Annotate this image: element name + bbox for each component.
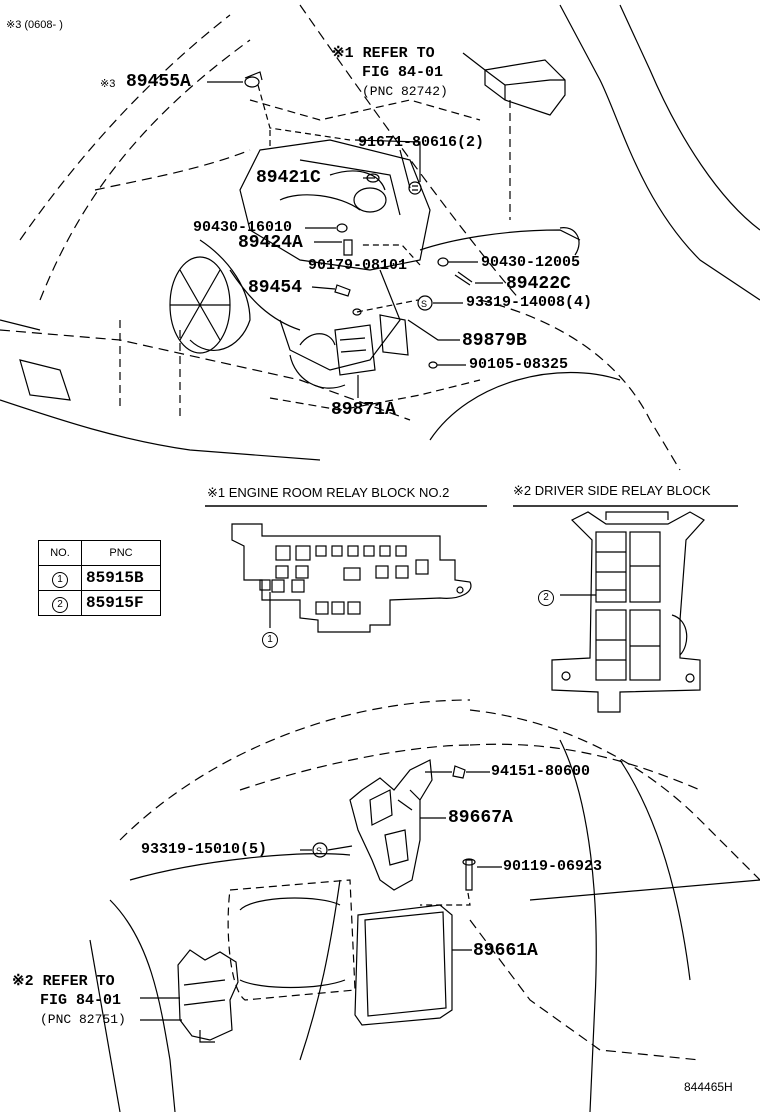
svg-text:S: S <box>421 299 427 309</box>
pnc-table-row: 1 85915B <box>38 565 161 591</box>
part-93319-15010[interactable]: 93319-15010(5) <box>141 841 268 858</box>
refer-2-line2: FIG 84-01 <box>40 992 122 1009</box>
pnc-table-row: 2 85915F <box>38 590 161 616</box>
part-90119-06923[interactable]: 90119-06923 <box>503 858 603 875</box>
part-89421c[interactable]: 89421C <box>256 168 321 188</box>
part-90105-08325[interactable]: 90105-08325 <box>469 356 569 373</box>
part-89454[interactable]: 89454 <box>248 278 303 298</box>
radiator-fan <box>169 256 231 354</box>
part-89424a[interactable]: 89424A <box>238 233 303 253</box>
callout-1-number: 1 <box>262 632 278 648</box>
relay-block-ref-82751 <box>177 949 239 1043</box>
pnc-row-no: 1 <box>52 571 68 588</box>
refer-note-1: ※1 REFER TO FIG 84-01 (PNC 82742) <box>332 44 448 101</box>
part-93319-14008[interactable]: 93319-14008(4) <box>466 294 593 311</box>
part-89871a[interactable]: 89871A <box>331 400 396 420</box>
pnc-header-pnc: PNC <box>81 540 161 566</box>
pnc-row-no: 2 <box>52 596 68 613</box>
part-89455a[interactable]: 89455A <box>126 72 191 92</box>
callout-1: 1 <box>262 629 278 648</box>
figure-code: 844465H <box>684 1080 733 1094</box>
part-94151-80600[interactable]: 94151-80600 <box>491 763 591 780</box>
refer-1-mark: ※1 <box>332 45 354 62</box>
part-89422c[interactable]: 89422C <box>506 274 571 294</box>
section-title-driver-side-relay-block: ※2 DRIVER SIDE RELAY BLOCK <box>513 483 711 498</box>
engine-room-relay-block-drawing <box>231 523 472 633</box>
callout-2-number: 2 <box>538 590 554 606</box>
relay-block-ref-82742 <box>484 59 566 116</box>
svg-text:S: S <box>316 846 322 856</box>
mark-89455a: ※3 <box>100 78 116 90</box>
dash-interior-illustration: S <box>89 699 760 1112</box>
pnc-row-value[interactable]: 85915F <box>81 590 161 616</box>
bracket-89667a <box>349 759 433 891</box>
part-90430-16010[interactable]: 90430-16010 <box>193 219 293 236</box>
pnc-row-value[interactable]: 85915B <box>81 565 161 591</box>
part-89661a[interactable]: 89661A <box>473 941 538 961</box>
pnc-table: NO. PNC 1 85915B 2 85915F <box>38 540 161 616</box>
sensor-89455a-part <box>244 76 260 88</box>
part-89667a[interactable]: 89667A <box>448 808 513 828</box>
part-89879b[interactable]: 89879B <box>462 331 527 351</box>
part-90179-08101[interactable]: 90179-08101 <box>308 257 408 274</box>
refer-1-line3: (PNC 82742) <box>362 84 448 99</box>
pnc-table-header: NO. PNC <box>38 540 161 566</box>
part-90430-12005[interactable]: 90430-12005 <box>481 254 581 271</box>
pnc-header-no: NO. <box>38 540 82 566</box>
part-91671-80616[interactable]: 91671-80616(2) <box>358 134 485 151</box>
refer-1-line2: FIG 84-01 <box>362 64 444 81</box>
ecu-89661a <box>354 904 453 1026</box>
refer-1-line1: REFER TO <box>362 45 435 62</box>
callout-2: 2 <box>538 587 554 606</box>
header-note: ※3 (0608- ) <box>6 19 63 31</box>
refer-2-line3: (PNC 82751) <box>40 1012 126 1027</box>
refer-note-2: ※2 REFER TO FIG 84-01 (PNC 82751) <box>12 972 126 1029</box>
driver-side-relay-block-drawing <box>551 511 705 713</box>
engine-bay-illustration: S <box>0 4 760 471</box>
refer-2-line1: REFER TO <box>42 973 115 990</box>
refer-2-mark: ※2 <box>12 973 34 990</box>
section-title-engine-room-relay-block: ※1 ENGINE ROOM RELAY BLOCK NO.2 <box>207 485 450 500</box>
